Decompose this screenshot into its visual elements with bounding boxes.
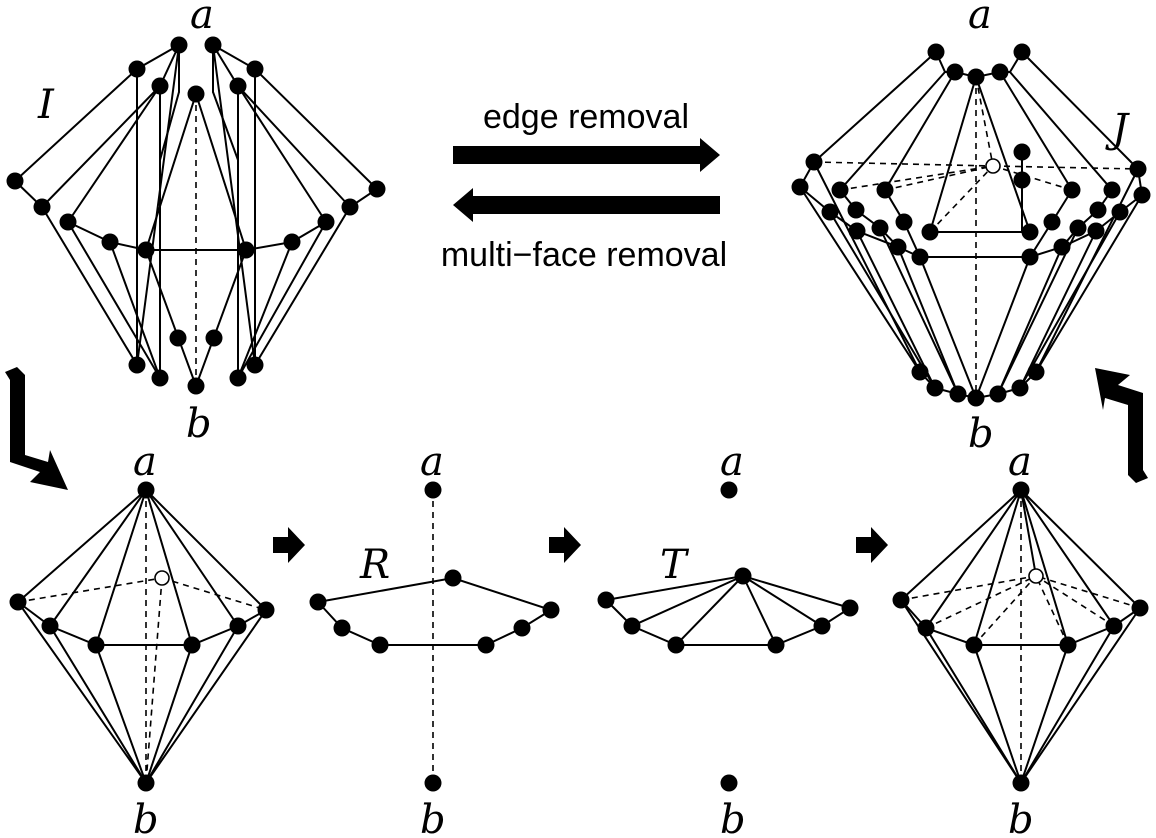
graph-T: a b T bbox=[597, 439, 859, 838]
apex-b-label-b1: b bbox=[133, 797, 159, 838]
up-turn-arrow bbox=[1095, 368, 1148, 483]
bottom-polytope-2-edges bbox=[900, 489, 1141, 784]
down-turn-arrow bbox=[5, 367, 68, 490]
graph-label-I: I bbox=[37, 82, 55, 128]
apex-a-label-b1: a bbox=[133, 439, 157, 485]
apex-b-label-T: b bbox=[720, 797, 746, 838]
apex-b-label-I: b bbox=[186, 401, 212, 447]
graph-T-vertices bbox=[597, 481, 859, 792]
apex-a-label-T: a bbox=[720, 439, 744, 485]
graph-R-vertices bbox=[309, 481, 560, 792]
apex-a-label-b2: a bbox=[1008, 439, 1032, 485]
polytope-I: a b I bbox=[6, 0, 386, 447]
polytope-I-vertices bbox=[6, 36, 386, 395]
edge-removal-caption: edge removal bbox=[483, 98, 689, 136]
graph-label-J: J bbox=[1105, 106, 1130, 152]
graph-label-T: T bbox=[660, 542, 690, 588]
bottom-polytope-1: a b bbox=[9, 439, 275, 838]
apex-b-label-R: b bbox=[420, 797, 446, 838]
apex-a-label-I: a bbox=[190, 0, 214, 38]
step-arrow-3 bbox=[856, 527, 888, 563]
edge-removal-arrow bbox=[453, 138, 720, 172]
graph-label-R: R bbox=[359, 542, 390, 588]
bottom-polytope-1-edges bbox=[17, 489, 267, 784]
apex-b-label-J: b bbox=[968, 411, 994, 457]
graph-R: a b R bbox=[309, 439, 560, 838]
step-arrows bbox=[273, 527, 888, 563]
step-arrow-2 bbox=[549, 527, 581, 563]
polytope-J: a b J bbox=[791, 0, 1151, 457]
transformation-arrows: edge removal multi−face removal bbox=[441, 98, 727, 274]
multi-face-removal-arrow bbox=[453, 188, 720, 222]
graph-R-edges bbox=[317, 490, 554, 783]
apex-a-label-J: a bbox=[968, 0, 992, 38]
step-arrow-1 bbox=[273, 527, 305, 563]
bottom-polytope-2: a b bbox=[892, 439, 1149, 838]
apex-b-label-b2: b bbox=[1008, 797, 1034, 838]
apex-a-label-R: a bbox=[420, 439, 444, 485]
bottom-polytope-1-vertices bbox=[9, 481, 275, 792]
polytope-J-vertices bbox=[791, 43, 1151, 407]
bottom-polytope-2-vertices bbox=[892, 481, 1149, 792]
graph-T-edges bbox=[605, 574, 853, 646]
multi-face-removal-caption: multi−face removal bbox=[441, 236, 727, 274]
